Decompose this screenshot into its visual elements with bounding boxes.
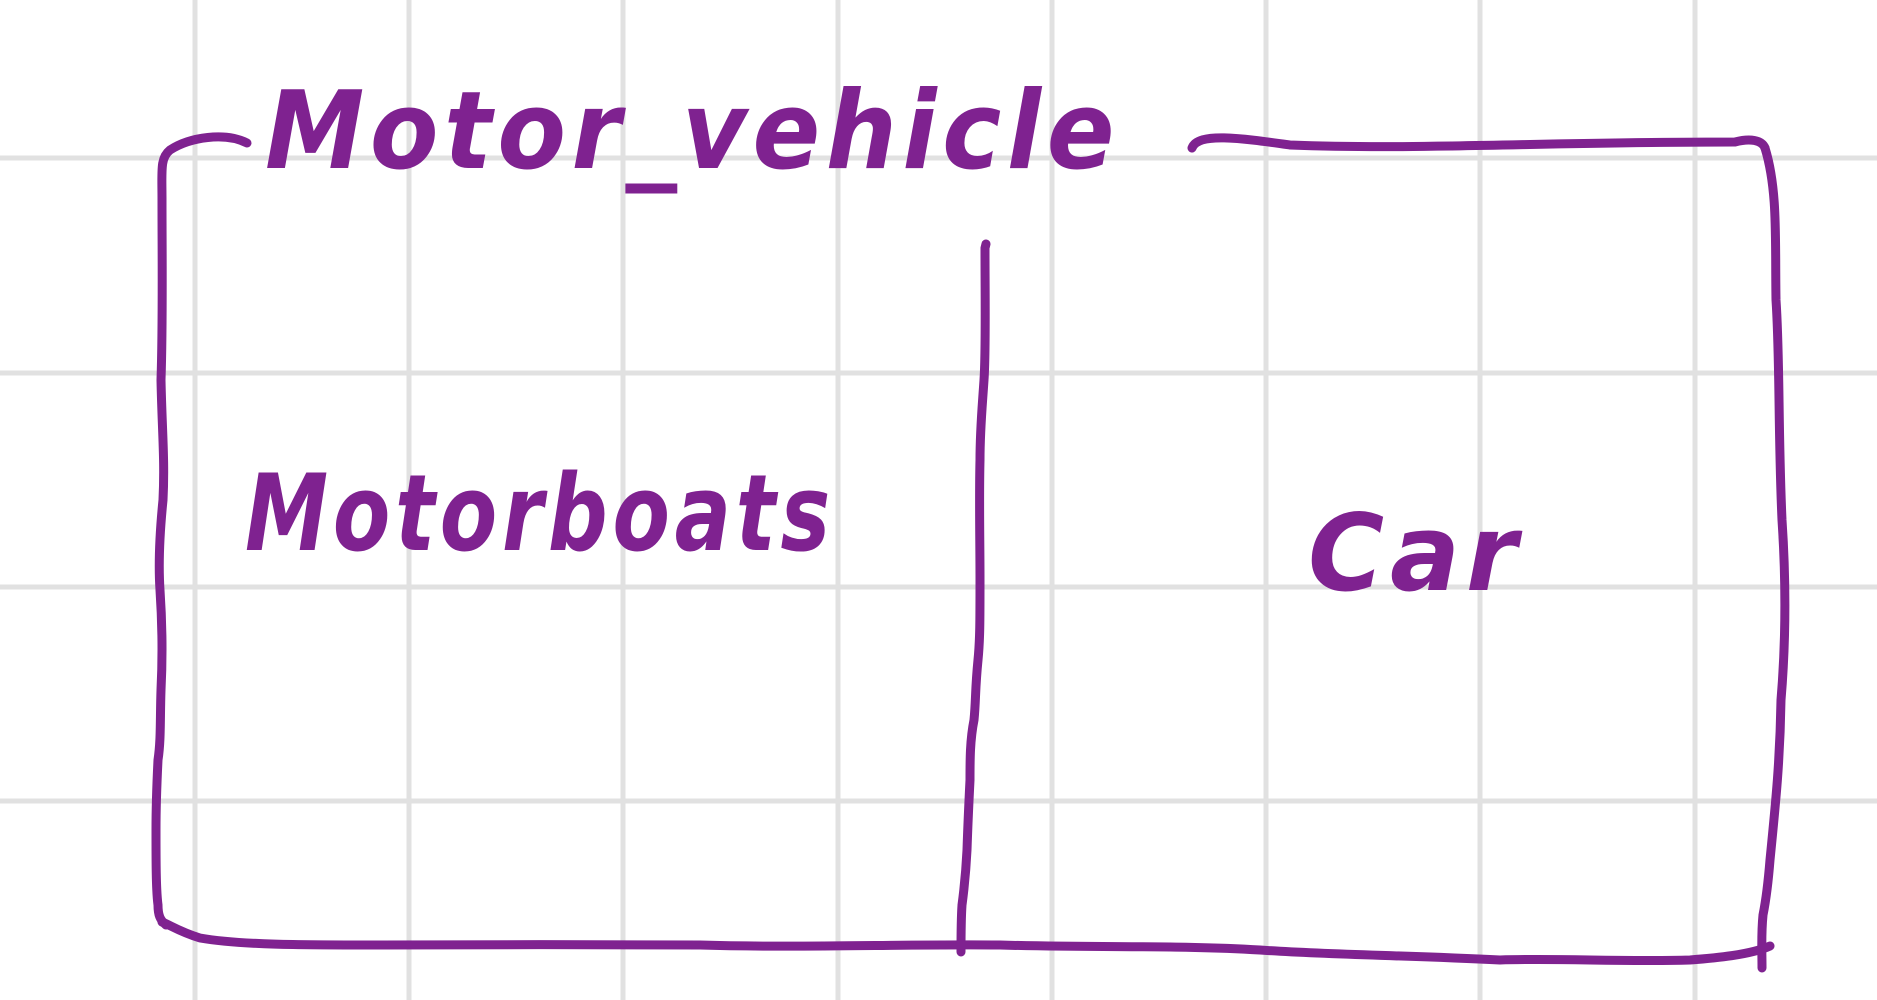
outer-box-label: Motor_vehicle (265, 69, 1120, 194)
outer-box-top-right (1187, 133, 1770, 153)
region-label-car: Car (1308, 492, 1523, 615)
outer-box-bottom (157, 917, 1775, 966)
region-label-motorboats: Motorboats (245, 452, 835, 575)
outer-box-left (151, 195, 171, 930)
outer-box-right (1757, 143, 1790, 973)
outer-box-top-left (157, 132, 252, 205)
divider-line (956, 239, 991, 957)
